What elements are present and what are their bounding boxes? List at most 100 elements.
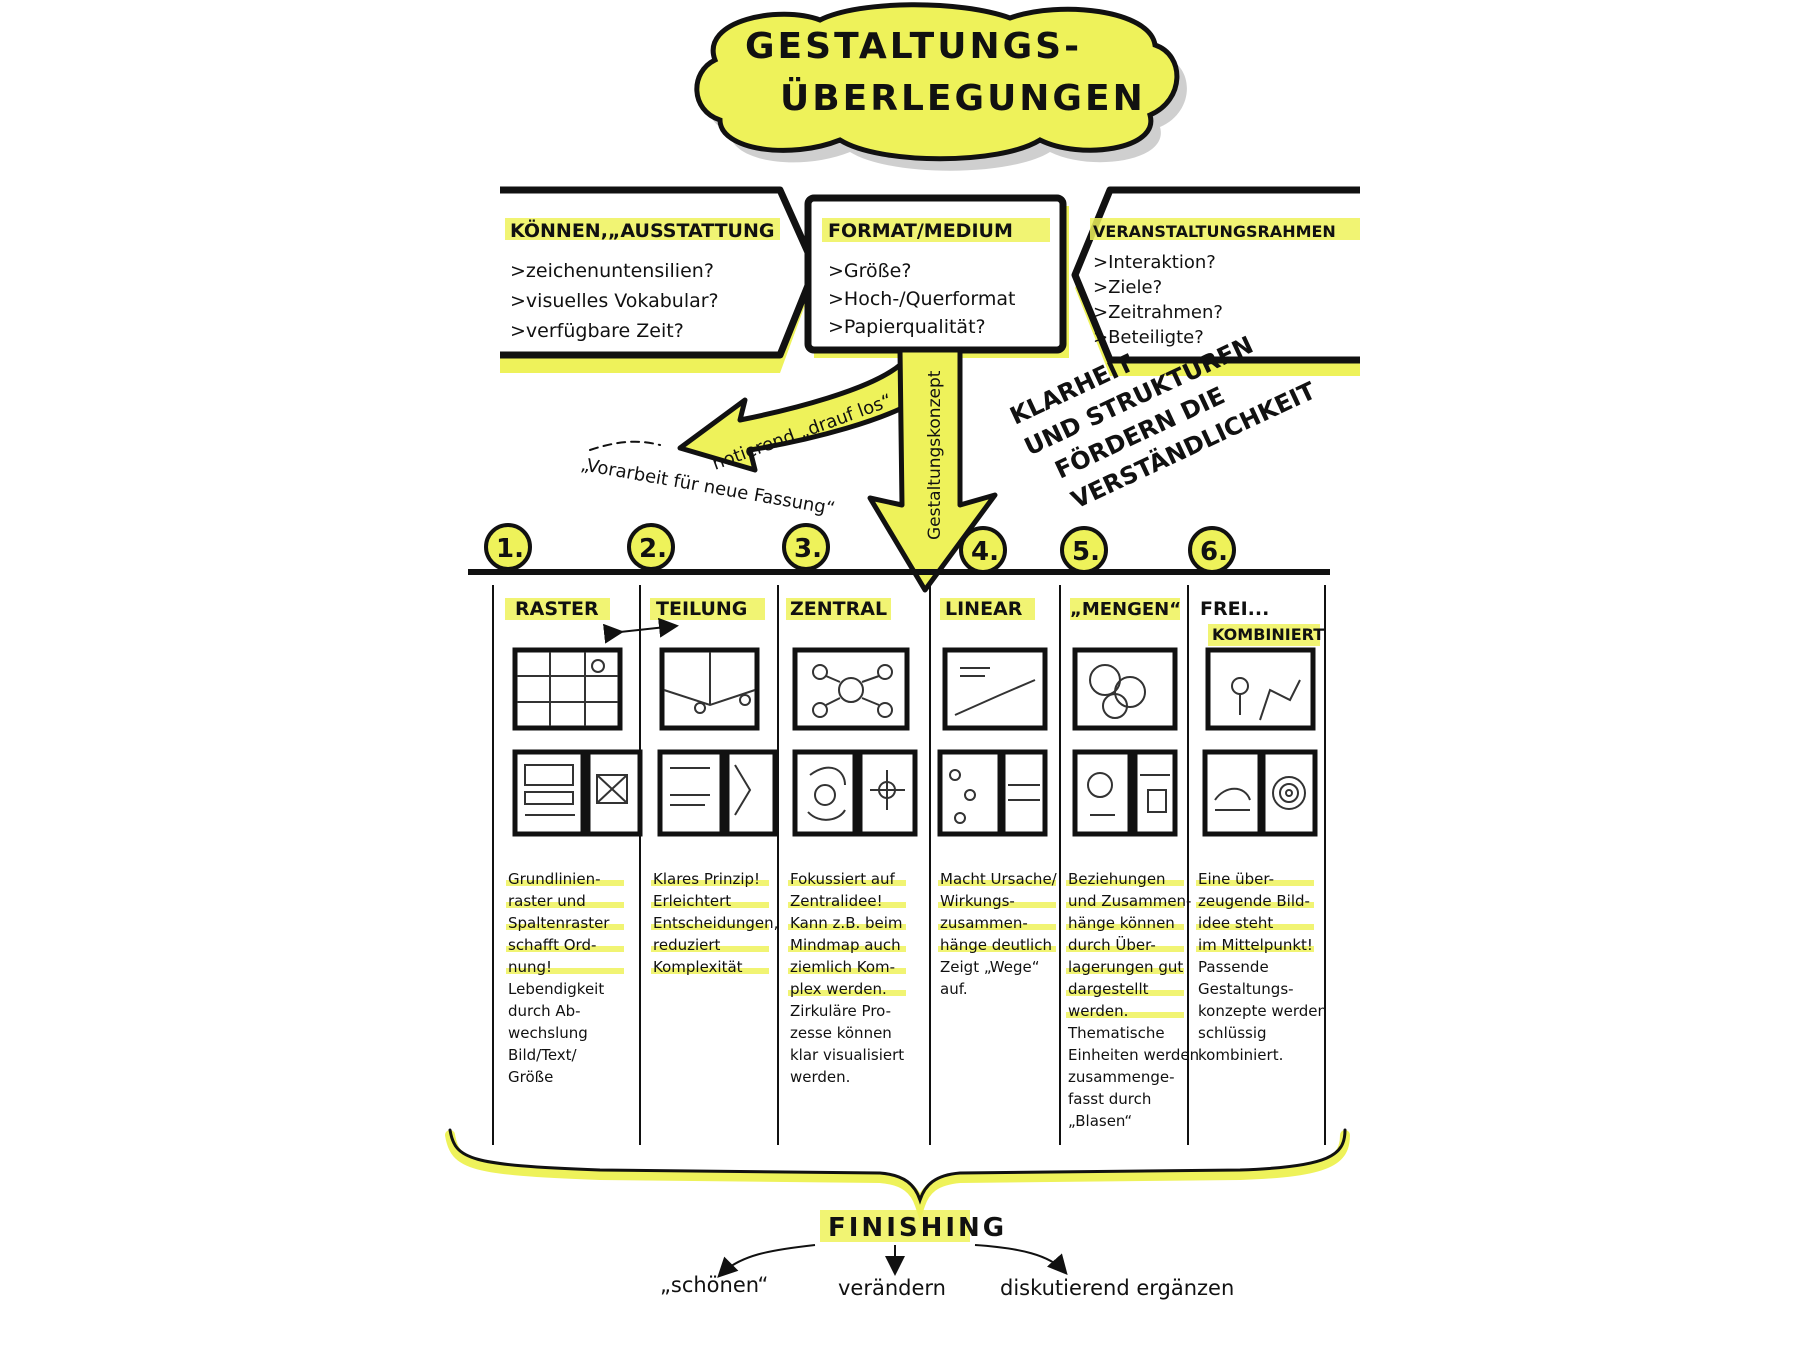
sub-label: „Vorarbeit für neue Fassung“: [579, 454, 836, 519]
column-text-line: idee steht: [1198, 914, 1273, 932]
column-text-line: zusammenge-: [1068, 1068, 1175, 1086]
column-text-line: Komplexität: [653, 958, 743, 976]
top-box-center: FORMAT/MEDIUM >Größe? >Hoch-/Querformat …: [804, 194, 1069, 358]
text-highlight: [1066, 968, 1184, 974]
top-box-right: VERANSTALTUNGSRAHMEN >Interaktion? >Ziel…: [1071, 186, 1360, 376]
column-text-line: zesse können: [790, 1024, 892, 1042]
column-text-line: Zeigt „Wege“: [940, 958, 1039, 976]
column-text-line: konzepte werden: [1198, 1002, 1327, 1020]
text-highlight: [788, 880, 906, 886]
top-box-right-item: >Interaktion?: [1093, 252, 1216, 273]
text-highlight: [506, 902, 624, 908]
linear-sketch-icon: [942, 647, 1048, 731]
number-3: 3.: [794, 534, 822, 564]
column-text-line: und Zusammen-: [1068, 892, 1191, 910]
column-text-line: Einheiten werden: [1068, 1046, 1199, 1064]
column-text-line: auf.: [940, 980, 968, 998]
top-box-left: KÖNNEN,„AUSSTATTUNG >zeichenuntensilien?…: [500, 186, 819, 373]
text-highlight: [651, 880, 769, 886]
finishing-option-1: „schönen“: [660, 1273, 768, 1297]
text-highlight: [651, 902, 769, 908]
column-dividers: [492, 585, 1326, 1145]
text-highlight: [1066, 946, 1184, 952]
column-title-6: FREI...: [1200, 598, 1269, 620]
column-text-line: kombiniert.: [1198, 1046, 1283, 1064]
finishing-arrows: [717, 1244, 1068, 1278]
title-line-1: GESTALTUNGS-: [745, 26, 1082, 67]
column-text-line: schlüssig: [1198, 1024, 1267, 1042]
column-text-line: Zentralidee!: [790, 892, 883, 910]
text-highlight: [938, 946, 1056, 952]
column-text-line: zeugende Bild-: [1198, 892, 1310, 910]
column-text-line: Lebendigkeit: [508, 980, 604, 998]
number-5: 5.: [1072, 537, 1100, 567]
raster-sketch-icon: [512, 647, 623, 731]
text-highlight: [1066, 1012, 1184, 1018]
column-text-line: lagerungen gut: [1068, 958, 1183, 976]
column-text-line: Beziehungen: [1068, 870, 1166, 888]
column-text-line: ziemlich Kom-: [790, 958, 895, 976]
sketch-details-row-1: [517, 652, 1301, 726]
column-text-line: Gestaltungs-: [1198, 980, 1294, 998]
text-highlight: [1066, 902, 1184, 908]
text-highlight: [1066, 990, 1184, 996]
column-text-line: Wirkungs-: [940, 892, 1015, 910]
column-text-line: schafft Ord-: [508, 936, 596, 954]
text-highlight: [506, 924, 624, 930]
column-text-line: reduziert: [653, 936, 721, 954]
down-arrow-label: Gestaltungskonzept: [925, 370, 945, 540]
text-highlight: [788, 924, 906, 930]
top-box-left-item: >zeichenuntensilien?: [510, 260, 714, 282]
text-highlight: [788, 968, 906, 974]
column-text-line: Entscheidungen,: [653, 914, 778, 932]
column-text-line: Fokussiert auf: [790, 870, 896, 888]
finishing-highlight: [820, 1210, 970, 1242]
column-text-line: Spaltenraster: [508, 914, 610, 932]
column-text-line: nung!: [508, 958, 552, 976]
column-text-line: klar visualisiert: [790, 1046, 904, 1064]
finishing-title: FINISHING: [828, 1213, 1007, 1243]
down-arrow: Gestaltungskonzept: [867, 347, 998, 593]
left-arrow: notierend „drauf los“: [677, 362, 928, 475]
text-highlight: [506, 946, 624, 952]
text-highlight: [1196, 946, 1314, 952]
title-cloud: GESTALTUNGS- ÜBERLEGUNGEN: [694, 2, 1187, 171]
column-text-line: Mindmap auch: [790, 936, 901, 954]
text-highlight: [788, 902, 906, 908]
number-6: 6.: [1200, 537, 1228, 567]
sketch-details-row-2: [524, 764, 1306, 824]
top-box-left-item: >verfügbare Zeit?: [510, 320, 684, 342]
column-text-line: Macht Ursache/: [940, 870, 1058, 888]
finishing-option-2: verändern: [838, 1276, 946, 1300]
top-box-right-item: >Zeitrahmen?: [1093, 302, 1223, 323]
column-titles: RASTER TEILUNG ZENTRAL LINEAR „MENGEN“ F…: [505, 598, 1324, 646]
top-box-center-item: >Größe?: [828, 260, 911, 282]
teilung-arrow: [603, 617, 679, 644]
text-highlight: [1196, 902, 1314, 908]
column-text-line: hänge deutlich: [940, 936, 1052, 954]
column-text-line: werden.: [1068, 1002, 1128, 1020]
column-text-line: fasst durch: [1068, 1090, 1151, 1108]
sketch-row-2: [512, 749, 1318, 837]
top-box-center-item: >Papierqualität?: [828, 316, 986, 338]
text-highlight: [506, 880, 624, 886]
column-title-4: LINEAR: [945, 598, 1023, 620]
column-title-2: TEILUNG: [656, 598, 747, 620]
mengen-sketch-icon: [1072, 647, 1178, 731]
column-text-line: plex werden.: [790, 980, 887, 998]
column-text-line: durch Ab-: [508, 1002, 581, 1020]
text-highlight: [1196, 880, 1314, 886]
column-subtitle-6: KOMBINIERT: [1212, 625, 1324, 644]
column-text-line: Grundlinien-: [508, 870, 600, 888]
column-text-line: Kann z.B. beim: [790, 914, 903, 932]
number-circles: 1. 2. 3. 4. 5. 6.: [484, 523, 1236, 574]
brace-highlight: [445, 1130, 1350, 1221]
title-line-2: ÜBERLEGUNGEN: [780, 77, 1146, 119]
top-box-center-item: >Hoch-/Querformat: [828, 288, 1015, 310]
column-text-line: werden.: [790, 1068, 850, 1086]
text-highlight: [788, 946, 906, 952]
column-text-line: hänge können: [1068, 914, 1175, 932]
text-highlight: [1066, 924, 1184, 930]
top-box-left-heading: KÖNNEN,„AUSSTATTUNG: [510, 218, 774, 242]
top-box-right-heading: VERANSTALTUNGSRAHMEN: [1093, 222, 1336, 241]
